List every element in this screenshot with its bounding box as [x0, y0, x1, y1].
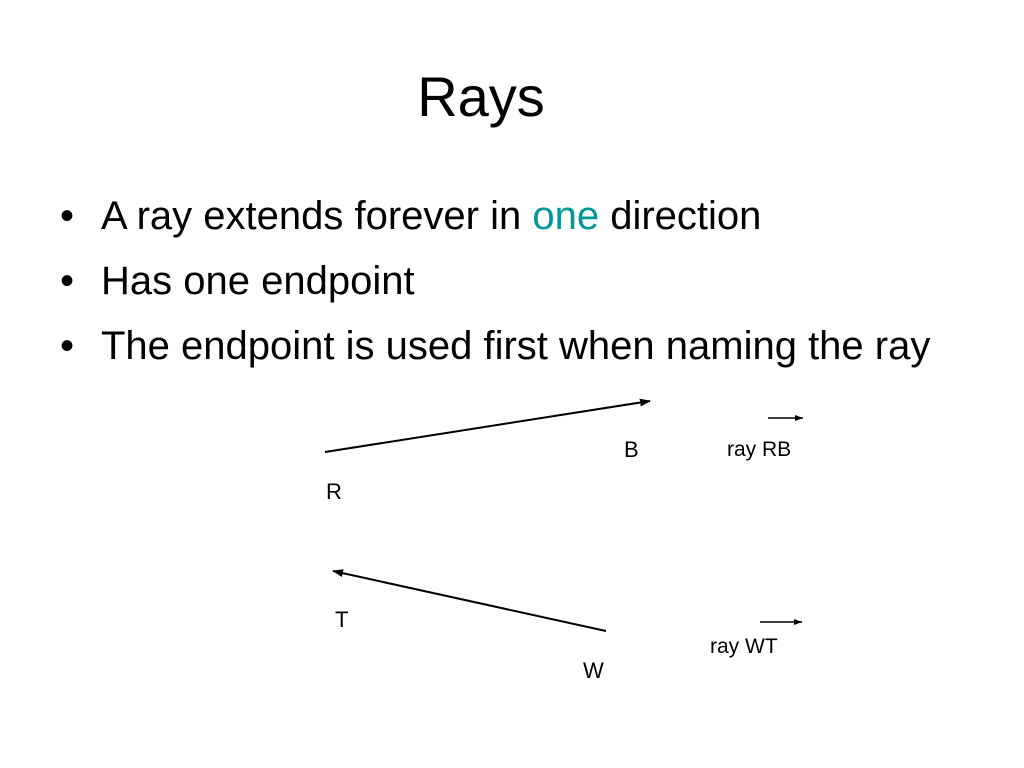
ray-wt-line [332, 569, 607, 632]
highlight-word: one [532, 194, 600, 238]
bullet-text: Has one endpoint [101, 259, 415, 303]
bullet-list: • A ray extends forever in one direction… [60, 190, 940, 385]
point-label-w: W [583, 658, 604, 683]
slide-title: Rays [417, 65, 545, 128]
bullet-text: A ray extends forever in [101, 194, 533, 238]
ray-rb-name: ray RB [727, 438, 791, 461]
bullet-item: • A ray extends forever in one direction [60, 190, 940, 242]
bullet-dot: • [60, 194, 75, 238]
point-label-r: R [326, 479, 342, 504]
bullet-item: • Has one endpoint [60, 255, 940, 307]
bullet-text: The endpoint is used first when naming t… [101, 324, 931, 368]
ray-wt-name: ray WT [710, 635, 778, 658]
point-label-b: B [624, 437, 639, 462]
ray-rb-line [324, 398, 651, 453]
point-label-t: T [335, 607, 348, 632]
bullet-item: • The endpoint is used first when naming… [60, 320, 940, 372]
bullet-dot: • [60, 259, 75, 303]
bullet-dot: • [60, 324, 75, 368]
bullet-text: direction [599, 194, 762, 238]
